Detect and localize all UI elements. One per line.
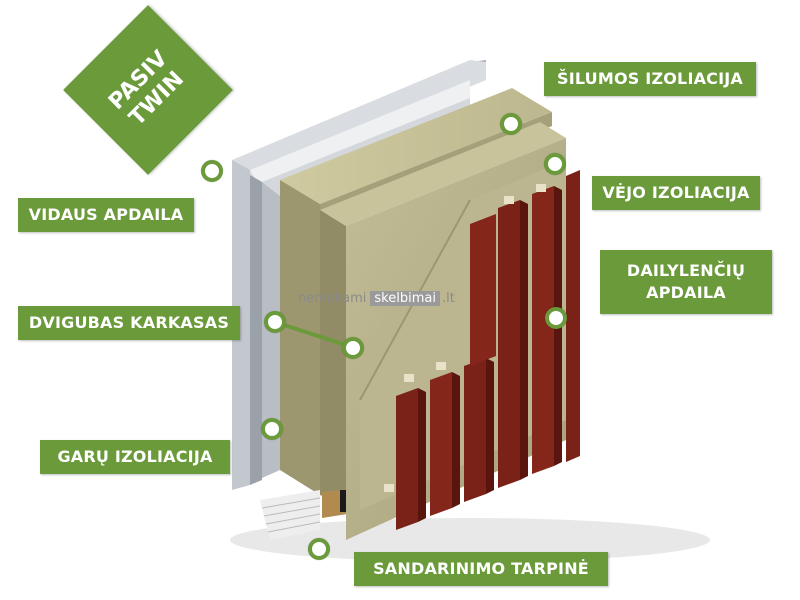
battens [384,184,546,492]
watermark: nemokami skelbimai .lt [296,288,455,308]
insulation-side [280,180,320,495]
marker-vejo [544,153,566,175]
marker-karkasas-b [342,337,364,359]
cladding-boards [396,170,580,530]
inner-frame-top [232,60,486,180]
marker-vidaus [201,160,223,182]
label-silumos-izoliacija: ŠILUMOS IZOLIACIJA [544,62,756,96]
label-dailylenciu-apdaila: DAILYLENČIŲ APDAILA [600,250,772,314]
label-vidaus-apdaila: VIDAUS APDAILA [18,198,194,232]
inner-frame-side [232,160,250,490]
karkasas-leader [274,320,356,350]
marker-karkasas-a [264,311,286,333]
label-dvigubas-karkasas: DVIGUBAS KARKASAS [18,306,240,340]
watermark-part3: .lt [441,290,455,306]
marker-garu [261,418,283,440]
label-garu-izoliacija: GARŲ IZOLIACIJA [40,440,230,474]
label-sandarinimo-tarpine: SANDARINIMO TARPINĖ [354,552,608,586]
watermark-part1: nemokami [298,290,367,306]
marker-dailylenciu [545,307,567,329]
insulation-top [280,88,552,204]
label-dailylenciu-line1: DAILYLENČIŲ [626,261,746,280]
marker-sandarinimo [308,538,330,560]
floor-grille [260,490,321,540]
marker-silumos [500,113,522,135]
watermark-part2: skelbimai [370,290,440,306]
label-vejo-izoliacija: VĖJO IZOLIACIJA [592,176,760,210]
label-dailylenciu-line2: APDAILA [646,283,726,302]
